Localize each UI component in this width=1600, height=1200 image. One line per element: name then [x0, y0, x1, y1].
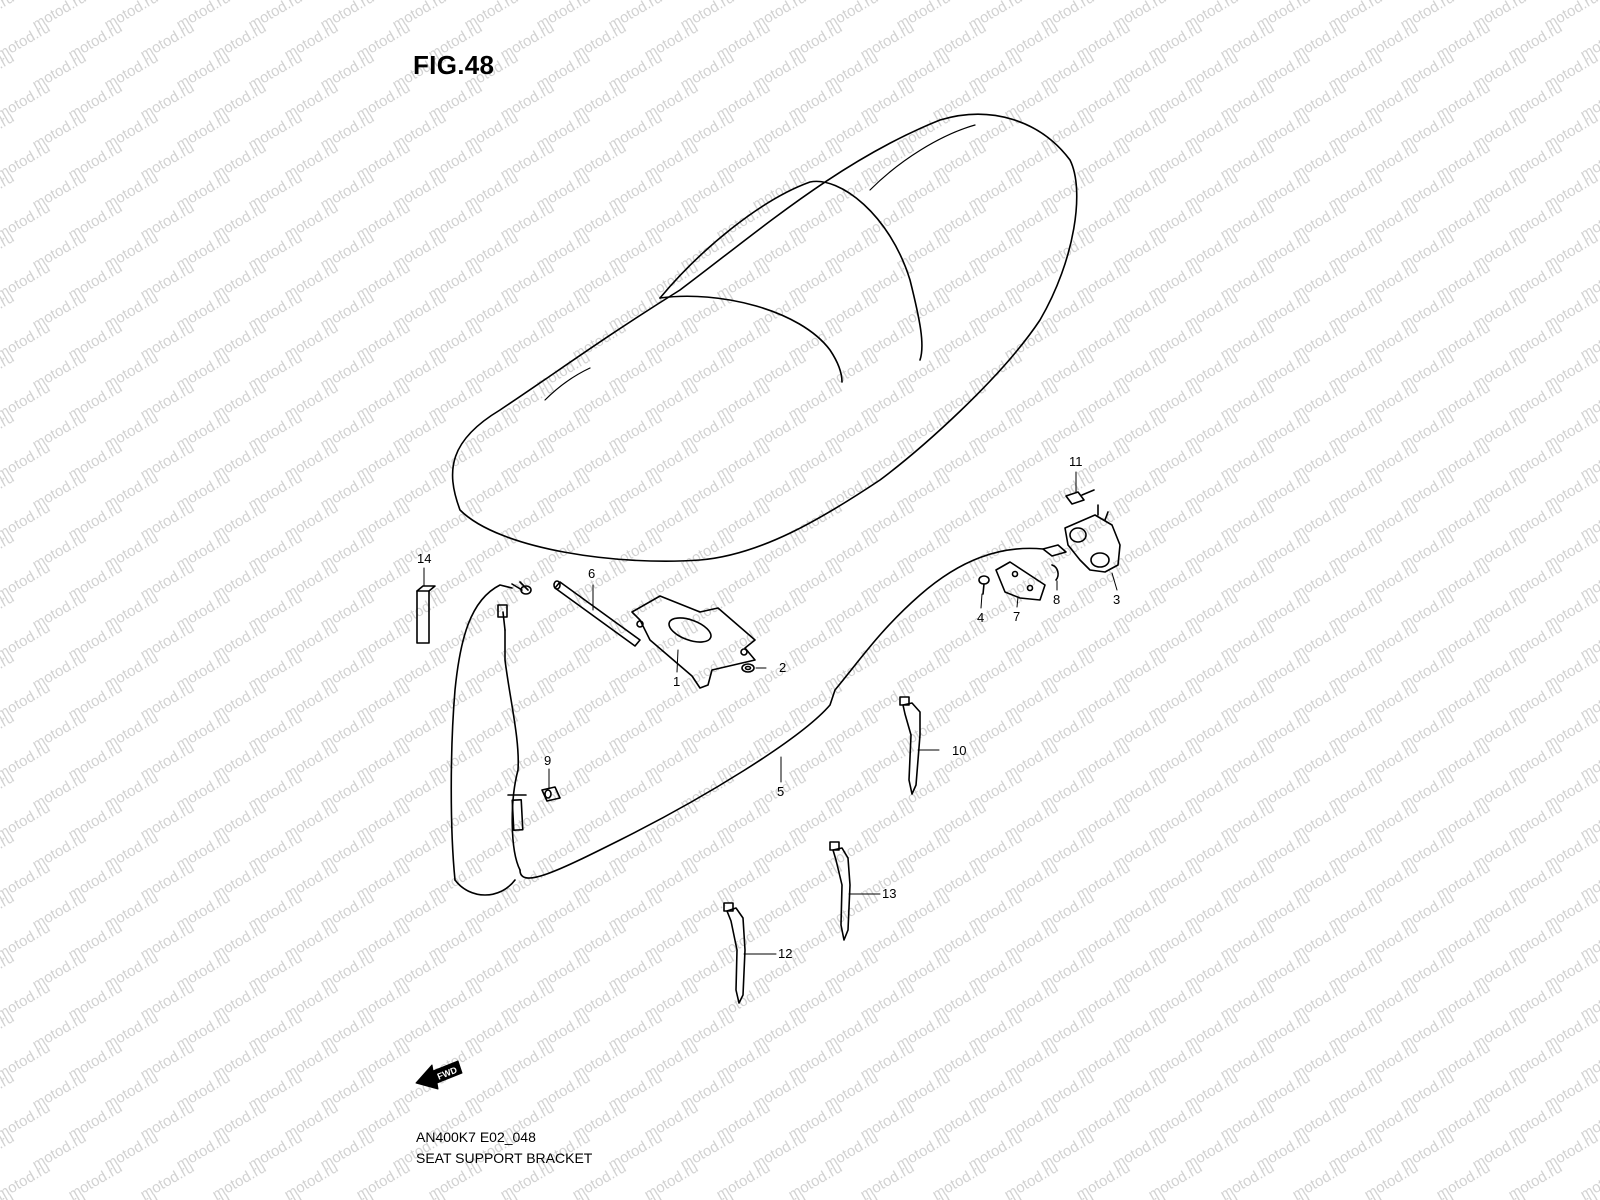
part-6-rod [553, 580, 641, 647]
callout-3: 3 [1113, 592, 1120, 607]
part-14-block [416, 585, 436, 644]
diagram-code: AN400K7 E02_048 [416, 1129, 536, 1145]
cable-tie-12 [723, 902, 746, 1004]
callout-8: 8 [1053, 592, 1060, 607]
cable-tie-10 [899, 696, 921, 795]
callout-2: 2 [779, 660, 786, 675]
part-7-plate [995, 561, 1046, 601]
leader-lines [423, 471, 1118, 955]
callout-1: 1 [673, 674, 680, 689]
callout-10: 10 [952, 743, 966, 758]
part-11-bolt [1065, 489, 1095, 505]
figure-title: FIG.48 [413, 50, 495, 80]
part-4-screw [978, 575, 990, 595]
callout-14: 14 [417, 551, 431, 566]
callout-9: 9 [544, 753, 551, 768]
part-3-lock [1064, 504, 1121, 573]
diagram-caption: SEAT SUPPORT BRACKET [416, 1150, 593, 1166]
callout-13: 13 [882, 886, 896, 901]
part-8-clip [1051, 564, 1059, 581]
seat-lock-cable [450, 544, 1067, 896]
callout-6: 6 [588, 566, 595, 581]
callout-12: 12 [778, 946, 792, 961]
callout-5: 5 [777, 784, 784, 799]
cable-tie-13 [829, 841, 851, 941]
callout-7: 7 [1013, 609, 1020, 624]
callout-4: 4 [977, 610, 984, 625]
callout-labels: 1 2 3 4 5 6 7 8 9 10 11 12 13 14 [417, 454, 1120, 961]
part-9-clip [541, 786, 561, 802]
fwd-arrow: FWD [415, 1060, 463, 1090]
callout-11: 11 [1069, 454, 1083, 469]
part-1-bracket [631, 595, 756, 689]
seat [451, 113, 1078, 563]
part-2-nut [741, 663, 755, 673]
